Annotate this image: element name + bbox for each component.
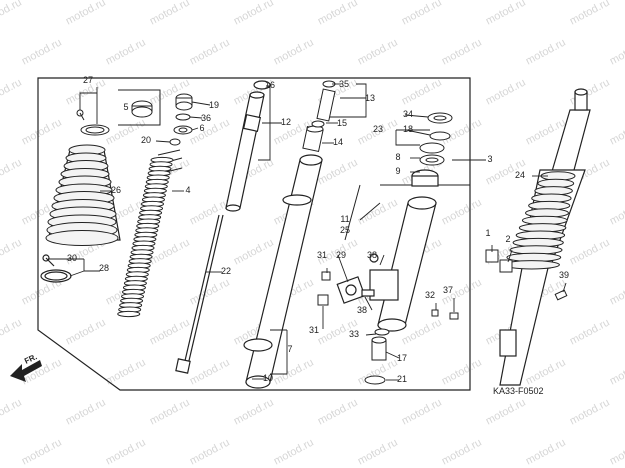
diagram-code: KA33-F0502 <box>493 386 544 396</box>
callout-c38b: 38 <box>357 305 367 315</box>
callout-c6: 6 <box>199 123 204 133</box>
callout-c36: 36 <box>201 113 211 123</box>
callout-c10: 10 <box>263 373 273 383</box>
front-direction-arrow <box>10 360 42 382</box>
leader-line <box>507 249 513 263</box>
subassembly-box <box>380 184 471 350</box>
leader-line <box>405 129 431 136</box>
leader-line <box>395 129 430 146</box>
callout-c14: 14 <box>333 137 343 147</box>
callout-c34: 34 <box>403 109 413 119</box>
callout-c4: 4 <box>185 185 190 195</box>
fork-cap-bolt <box>173 93 193 135</box>
callout-c20: 20 <box>141 135 151 145</box>
callout-c35: 35 <box>339 79 349 89</box>
boot-clip-27 <box>76 109 110 136</box>
callout-c32: 32 <box>425 290 435 300</box>
bolt-39 <box>554 289 568 301</box>
oil-seal-5 <box>131 100 153 118</box>
leader-line <box>337 254 349 283</box>
callout-c13: 13 <box>365 93 375 103</box>
axle-holder <box>336 253 399 304</box>
callout-c21: 21 <box>397 374 407 384</box>
clamps-1-2 <box>485 249 513 273</box>
dust-boot-right <box>503 171 576 270</box>
callout-c29: 29 <box>336 250 346 260</box>
leader-line <box>385 351 400 359</box>
callout-c18: 18 <box>403 124 413 134</box>
bushing-14 <box>302 125 324 153</box>
slider-11 <box>377 169 439 332</box>
callout-c17: 17 <box>397 353 407 363</box>
callout-c27: 27 <box>83 75 93 85</box>
inner-tube-12 <box>225 80 271 212</box>
leader-line <box>364 296 373 311</box>
callout-c19: 19 <box>209 100 219 110</box>
spring-coils <box>117 156 174 318</box>
nuts-31 <box>317 271 331 306</box>
callout-c1125: 25 <box>340 225 350 235</box>
callout-c1125: 11 <box>340 214 349 224</box>
damper-rod <box>175 214 224 374</box>
leader-line <box>270 329 288 375</box>
callout-c31a: 31 <box>317 250 327 260</box>
callout-c23: 23 <box>373 124 383 134</box>
callout-c37: 37 <box>443 285 453 295</box>
callout-c39: 39 <box>559 270 569 280</box>
callout-c7: 7 <box>287 344 292 354</box>
callout-c26: 26 <box>111 185 121 195</box>
callout-c9: 9 <box>395 166 400 176</box>
subassembly-line <box>344 184 361 241</box>
leader-line <box>404 114 429 118</box>
callout-c5: 5 <box>123 102 128 112</box>
leader-line <box>359 202 381 221</box>
drain-bolt <box>364 328 390 385</box>
callout-c16: 16 <box>265 80 275 90</box>
assembly-frame <box>37 77 471 391</box>
callout-c28: 28 <box>99 263 109 273</box>
callout-c31b: 31 <box>309 325 319 335</box>
leader-line <box>79 87 98 124</box>
bolts-32-37 <box>431 309 459 320</box>
leader-line <box>330 83 367 118</box>
callout-c22: 22 <box>221 266 231 276</box>
callout-c2: 2 <box>505 234 510 244</box>
leader-line <box>365 333 377 336</box>
callout-c33: 33 <box>349 329 359 339</box>
leader-line <box>562 282 567 293</box>
callout-c3: 3 <box>487 154 492 164</box>
callout-c38a: 38 <box>367 250 377 260</box>
leader-line <box>48 258 100 277</box>
boot-bands <box>40 254 72 283</box>
leader-line <box>379 254 385 266</box>
callout-c30: 30 <box>67 253 77 263</box>
spring-seat-20 <box>169 138 181 146</box>
callout-c8: 8 <box>395 152 400 162</box>
dust-boot-left <box>45 144 121 246</box>
spring-coil <box>117 310 141 318</box>
seal-stack <box>419 112 453 166</box>
leader-lines <box>48 83 567 381</box>
inset-box-5 <box>118 89 161 126</box>
valve-stack-13 <box>311 80 336 128</box>
callout-c15: 15 <box>337 118 347 128</box>
leader-line <box>191 101 211 106</box>
callout-c24: 24 <box>515 170 525 180</box>
leader-line <box>155 140 171 143</box>
leader-line <box>189 116 203 119</box>
callout-c1: 1 <box>485 228 490 238</box>
leader-line <box>191 127 199 131</box>
fork-tube-7 <box>243 154 323 389</box>
callout-c12: 12 <box>281 117 291 127</box>
